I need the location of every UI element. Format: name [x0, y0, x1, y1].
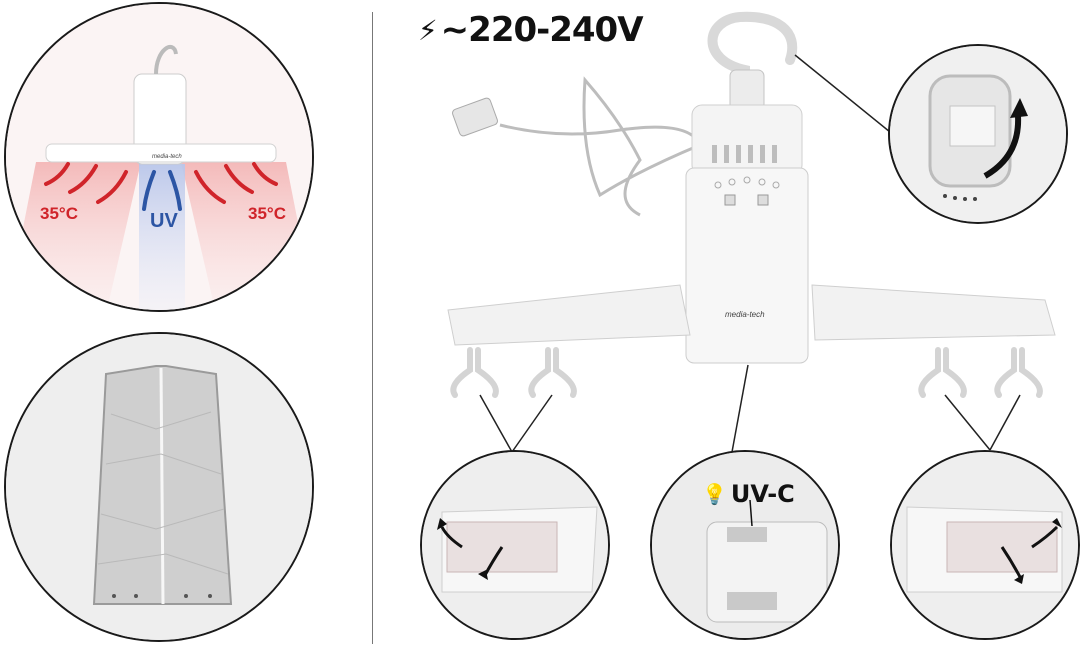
- hook-detail-circle: [888, 44, 1068, 224]
- heat-uv-illustration: [6, 4, 312, 310]
- lightning-icon: ⚡: [418, 13, 438, 47]
- brand-label-small: media-tech: [152, 154, 182, 160]
- uv-label: UV: [150, 210, 178, 232]
- uvc-text: UV-C: [730, 480, 795, 508]
- garment-bag-circle: [4, 332, 314, 642]
- right-arm-detail-circle: [890, 450, 1080, 640]
- light-bulb-icon: 💡: [702, 482, 727, 506]
- heat-uv-circle: 35°C 35°C UV media-tech: [4, 2, 314, 312]
- garment-bag-illustration: [6, 334, 312, 640]
- voltage-text: ~220-240V: [440, 10, 644, 50]
- temp-right-label: 35°C: [248, 204, 286, 223]
- left-arm-hook-detail: [422, 452, 608, 638]
- right-arm-hook-detail: [892, 452, 1078, 638]
- vertical-divider: [372, 12, 373, 644]
- left-arm-detail-circle: [420, 450, 610, 640]
- brand-label: media-tech: [725, 310, 765, 319]
- uvc-detail-circle: 💡 UV-C: [650, 450, 840, 640]
- uvc-label: 💡 UV-C: [702, 480, 795, 508]
- hook-rotation-detail: [890, 46, 1066, 222]
- uvc-lamp-detail: [652, 452, 838, 638]
- temp-left-label: 35°C: [40, 204, 78, 223]
- voltage-heading: ⚡ ~220-240V: [418, 10, 644, 50]
